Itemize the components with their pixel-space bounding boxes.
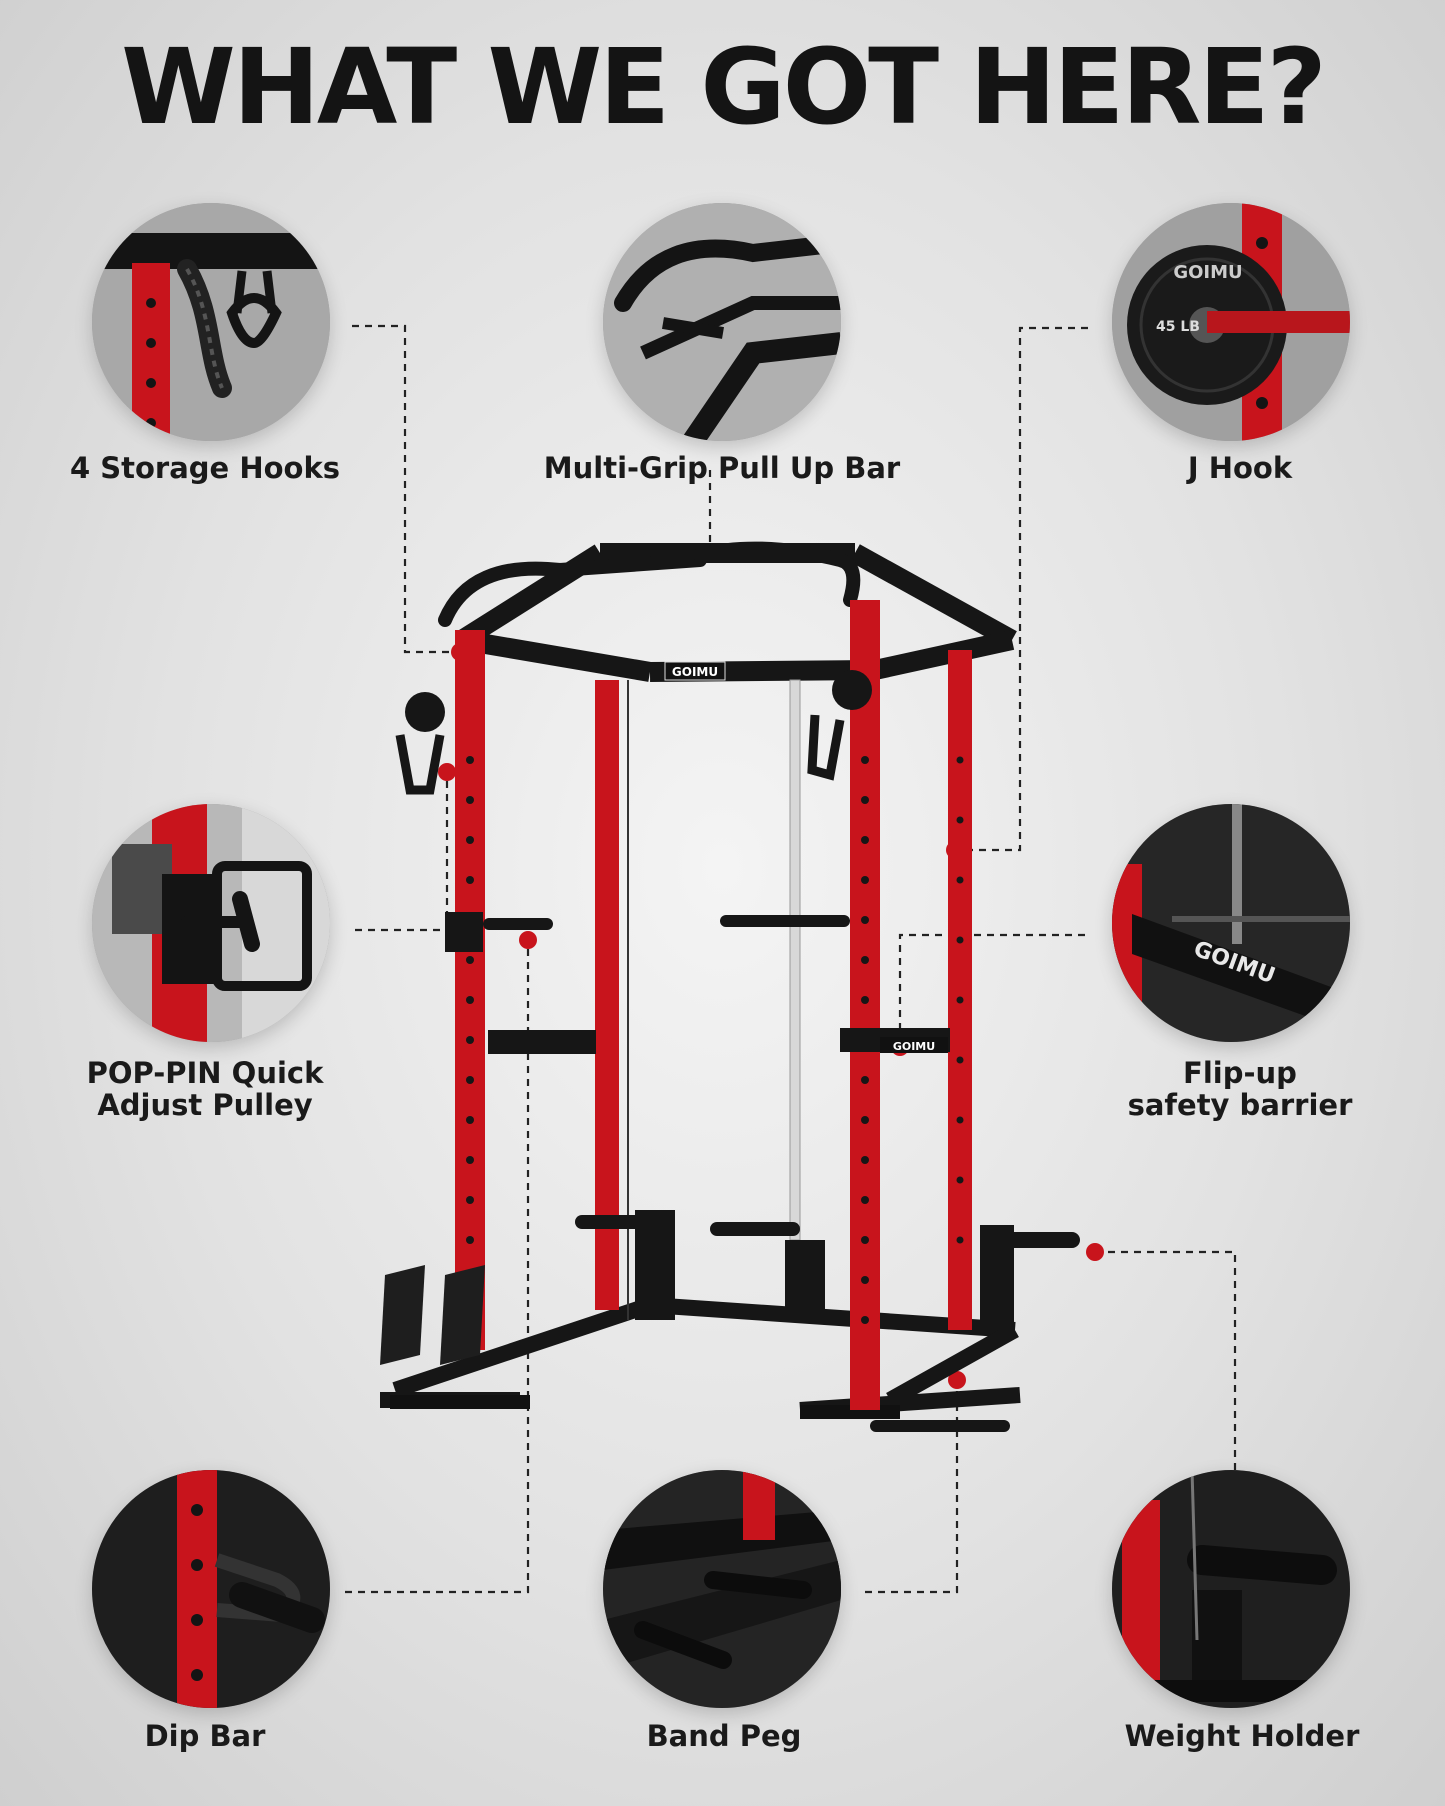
leader-safety-barrier [898,933,1085,1047]
plate-weight-label: 45 LB [1156,319,1200,335]
rack-brand-label: GOIMU [672,665,718,679]
storage-hooks-icon [92,203,330,441]
leader-weight-holder [1095,1250,1237,1480]
label-pulley: POP-PIN Quick Adjust Pulley [86,1056,324,1122]
j-hook-icon: 45 LB GOIMU [1112,203,1350,441]
label-j-hook: J Hook [1187,451,1293,485]
dip-bar-icon [92,1470,330,1708]
leader-dip-bar [345,940,530,1594]
band-peg-icon [603,1470,841,1708]
label-weight-holder: Weight Holder [1124,1719,1360,1753]
safety-barrier-icon: GOIMU [1112,804,1350,1042]
svg-text:GOIMU: GOIMU [893,1040,935,1053]
weight-holder-icon [1112,1470,1350,1708]
pull-up-bar-icon [603,203,841,441]
plate-brand-label: GOIMU [1173,262,1242,283]
label-pull-up-bar: Multi-Grip Pull Up Bar [543,451,901,485]
pulley-icon [92,804,330,1042]
page-title: WHAT WE GOT HERE? [121,26,1327,148]
label-dip-bar: Dip Bar [144,1719,266,1753]
label-safety-barrier: Flip-up safety barrier [1127,1056,1353,1122]
leader-storage-hooks [352,324,460,654]
leader-band-peg [865,1380,959,1594]
label-band-peg: Band Peg [646,1719,802,1753]
leader-j-hook [955,326,1088,852]
label-storage-hooks: 4 Storage Hooks [69,451,340,485]
